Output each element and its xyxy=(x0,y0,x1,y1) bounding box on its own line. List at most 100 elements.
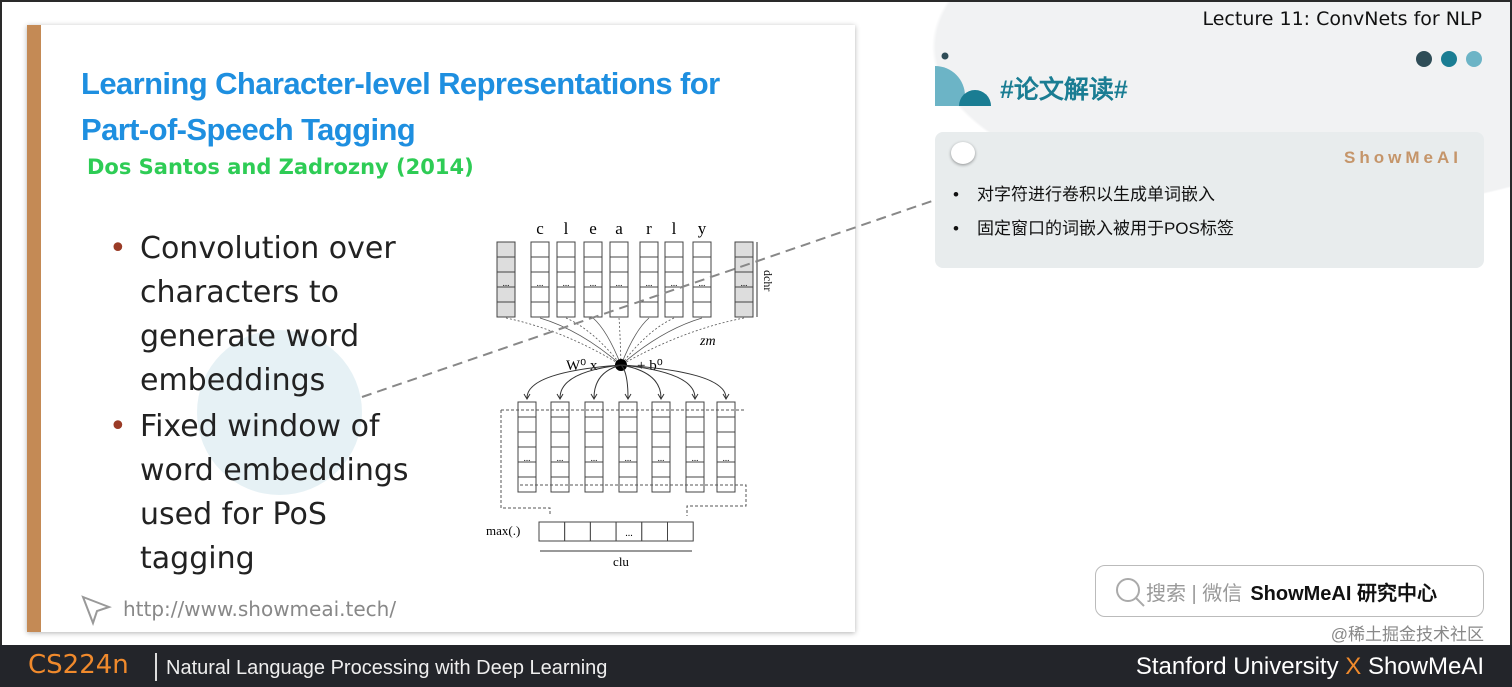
char-cell xyxy=(496,241,516,258)
cell-ellipsis: ... xyxy=(557,453,564,463)
arrow-head xyxy=(691,393,699,400)
cell-ellipsis: ... xyxy=(699,278,706,288)
output-arrow xyxy=(593,364,622,399)
conv-connection xyxy=(505,317,622,366)
course-code: CS224n xyxy=(28,650,129,680)
output-arrow xyxy=(559,364,622,399)
cell-ellipsis: ... xyxy=(625,453,632,463)
brand-label: ShowMeAI xyxy=(1344,148,1462,167)
char-cell xyxy=(556,301,576,318)
note-item: 对字符进行卷积以生成单词嵌入 xyxy=(953,178,1234,212)
cell-ellipsis: ... xyxy=(537,278,544,288)
char-letter: l xyxy=(672,219,677,238)
char-cell xyxy=(583,256,603,273)
char-cell xyxy=(734,241,754,258)
char-cell xyxy=(639,256,659,273)
embedding-cell xyxy=(550,431,570,448)
section-title: #论文解读# xyxy=(1000,76,1128,104)
char-cell xyxy=(556,241,576,258)
arrow-head xyxy=(624,393,632,400)
char-letter: e xyxy=(589,219,597,238)
dchr-label: dchr xyxy=(761,270,775,291)
char-cell xyxy=(496,286,516,303)
cell-ellipsis: ... xyxy=(563,278,570,288)
max-cell xyxy=(667,521,694,542)
conv-connection xyxy=(620,317,675,366)
char-cell xyxy=(692,286,712,303)
char-cell xyxy=(530,256,550,273)
max-label: max(.) xyxy=(486,523,520,538)
course-subtitle: Natural Language Processing with Deep Le… xyxy=(166,657,608,679)
output-arrow xyxy=(620,364,662,399)
footer-credit: Stanford University X ShowMeAI xyxy=(1135,653,1484,680)
max-cell xyxy=(538,521,566,542)
embedding-cell xyxy=(716,461,736,478)
output-arrow xyxy=(620,364,629,399)
embedding-cell xyxy=(618,461,638,478)
note-item: 固定窗口的词嵌入被用于POS标签 xyxy=(953,212,1234,246)
lecture-title: Lecture 11: ConvNets for NLP xyxy=(1202,8,1482,30)
website-link[interactable]: http://www.showmeai.tech/ xyxy=(123,597,397,621)
clu-label: clu xyxy=(613,554,629,569)
output-arrow xyxy=(620,364,696,399)
embedding-cell xyxy=(618,416,638,433)
char-cell xyxy=(692,256,712,273)
embedding-cell xyxy=(517,431,537,448)
max-cell xyxy=(589,521,617,542)
cell-ellipsis: ... xyxy=(741,278,748,288)
cell-ellipsis: ... xyxy=(503,278,510,288)
slide-title: Learning Character-level Representations… xyxy=(81,66,720,147)
char-cell xyxy=(530,301,550,318)
robot-icon xyxy=(951,142,975,164)
char-cnn-diagram: ......c...l...e...a...r...l...y...dchrzm… xyxy=(361,199,936,569)
search-prefix: 搜索 | 微信 xyxy=(1146,582,1243,605)
char-cell xyxy=(609,241,629,258)
cell-ellipsis: ... xyxy=(616,278,623,288)
conv-connection xyxy=(539,317,622,366)
char-cell xyxy=(639,241,659,258)
char-cell xyxy=(609,301,629,318)
embedding-cell xyxy=(685,416,705,433)
arrow-head xyxy=(523,393,531,400)
embedding-cell xyxy=(685,461,705,478)
callout-line xyxy=(361,199,936,398)
embedding-cell xyxy=(651,461,671,478)
divider xyxy=(155,653,157,681)
char-cell xyxy=(583,301,603,318)
embedding-cell xyxy=(651,416,671,433)
cell-ellipsis: ... xyxy=(590,278,597,288)
cell-ellipsis: ... xyxy=(591,453,598,463)
b0-label: + b⁰ xyxy=(637,358,663,374)
max-cell xyxy=(564,521,591,542)
arrow-head xyxy=(556,393,564,400)
cell-ellipsis: ... xyxy=(658,453,665,463)
char-letter: c xyxy=(536,219,544,238)
search-icon xyxy=(1116,578,1145,607)
slide-panel: Learning Character-level Representations… xyxy=(27,25,855,632)
embedding-cell xyxy=(584,416,604,433)
slide-bullets: Convolution over characters to generate … xyxy=(109,227,439,583)
slide-author: Dos Santos and Zadrozny (2014) xyxy=(87,155,474,179)
cell-ellipsis: ... xyxy=(723,453,730,463)
embedding-cell xyxy=(584,461,604,478)
arrow-head xyxy=(722,393,730,400)
embedding-cell xyxy=(716,416,736,433)
embedding-cell xyxy=(550,461,570,478)
zm-label: zm xyxy=(699,334,716,349)
char-cell xyxy=(530,241,550,258)
search-box[interactable]: 搜索 | 微信 ShowMeAI 研究中心 xyxy=(1095,565,1484,617)
embedding-cell xyxy=(618,431,638,448)
cell-ellipsis: ... xyxy=(646,278,653,288)
char-cell xyxy=(664,256,684,273)
char-cell xyxy=(609,256,629,273)
max-cell xyxy=(641,521,668,542)
char-cell xyxy=(556,286,576,303)
output-arrow xyxy=(526,364,622,399)
char-cell xyxy=(496,256,516,273)
footer-bar: CS224n Natural Language Processing with … xyxy=(0,645,1512,687)
conv-connection xyxy=(592,317,622,366)
cell-ellipsis: ... xyxy=(524,453,531,463)
cell-ellipsis: ... xyxy=(692,453,699,463)
char-cell xyxy=(692,241,712,258)
decorative-dots xyxy=(1416,51,1482,67)
